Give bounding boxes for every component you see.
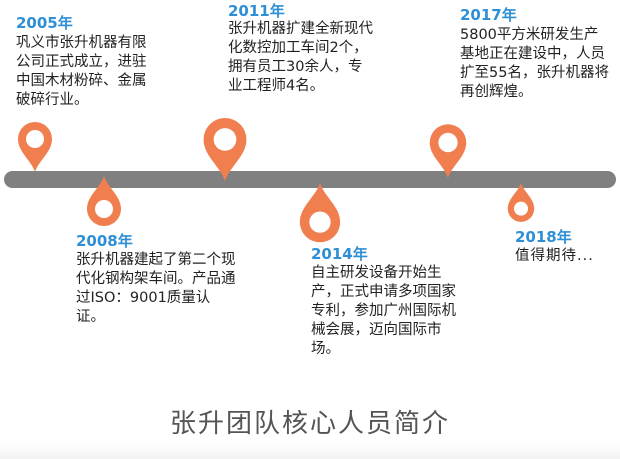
event-year-2005: 2005年 xyxy=(16,14,73,32)
map-pin-icon xyxy=(294,183,346,247)
event-year-2017: 2017年 xyxy=(460,6,517,24)
event-text-2018: 值得期待... xyxy=(515,248,594,264)
bottom-fade xyxy=(0,440,620,459)
event-text-2008: 张升机器建起了第二个现代化钢构架车间。产品通过ISO：9001质量认证。 xyxy=(76,252,236,325)
map-pin-icon xyxy=(198,113,252,181)
event-text-2011: 张升机器扩建全新现代化数控加工车间2个，拥有员工30余人，专业工程师4名。 xyxy=(228,21,373,94)
map-pin-icon xyxy=(15,118,55,172)
event-year-2018: 2018年 xyxy=(515,228,572,246)
map-pin-icon xyxy=(425,120,471,178)
event-year-2011: 2011年 xyxy=(228,2,285,20)
event-text-2005: 巩义市张升机器有限公司正式成立，进驻中国木材粉碎、金属破碎行业。 xyxy=(16,35,147,108)
timeline-bar xyxy=(4,171,616,188)
event-year-2008: 2008年 xyxy=(76,232,133,250)
map-pin-icon xyxy=(83,176,125,230)
event-text-2017: 5800平方米研发生产基地正在建设中，人员扩至55名，张升机器将再创辉煌。 xyxy=(460,27,609,100)
event-year-2014: 2014年 xyxy=(311,245,368,263)
map-pin-icon xyxy=(503,183,539,225)
section-caption: 张升团队核心人员简介 xyxy=(169,409,450,439)
event-text-2014: 自主研发设备开始生产，正式申请多项国家专利，参加广州国际机械会展，迈向国际市场。 xyxy=(311,265,456,357)
